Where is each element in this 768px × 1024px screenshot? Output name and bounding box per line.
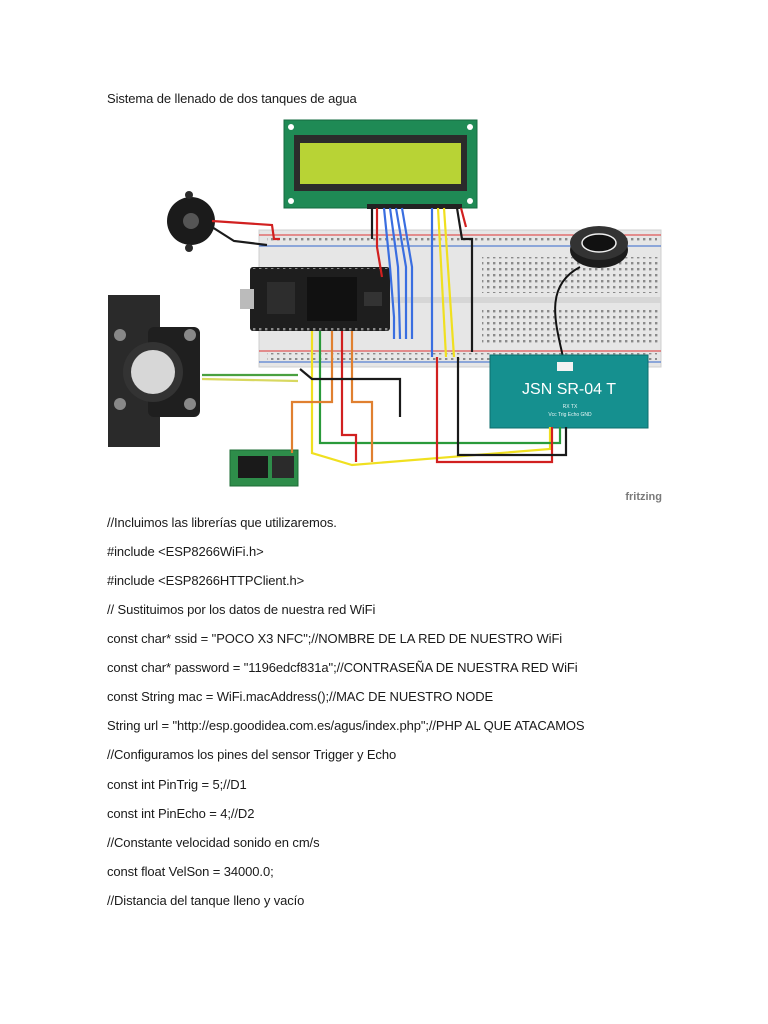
code-line: const char* ssid = "POCO X3 NFC";//NOMBR… <box>107 631 563 646</box>
flow-sensor <box>108 295 200 447</box>
code-line: #include <ESP8266HTTPClient.h> <box>107 573 305 588</box>
code-line: const char* password = "1196edcf831a";//… <box>107 660 578 675</box>
code-line: String url = "http://esp.goodidea.com.es… <box>107 718 585 733</box>
buzzer <box>167 191 215 252</box>
sensor-label: JSN SR-04 T <box>522 381 616 398</box>
code-line: const int PinTrig = 5;//D1 <box>107 777 247 792</box>
code-line: //Constante velocidad sonido en cm/s <box>107 835 320 850</box>
page-title: Sistema de llenado de dos tanques de agu… <box>107 91 357 106</box>
code-line: #include <ESP8266WiFi.h> <box>107 544 264 559</box>
nodemcu-board <box>240 265 390 332</box>
code-line: //Distancia del tanque lleno y vacío <box>107 893 305 908</box>
code-line: // Sustituimos por los datos de nuestra … <box>107 602 376 617</box>
fritzing-watermark: fritzing <box>625 491 662 503</box>
relay-module <box>229 449 299 487</box>
wires <box>201 207 568 467</box>
lcd-display <box>283 119 478 209</box>
svg-text:RX TX: RX TX <box>563 404 578 410</box>
svg-text:Vcc Trig Echo GND: Vcc Trig Echo GND <box>548 412 592 418</box>
ultrasonic-transducer <box>554 226 628 363</box>
code-line: const String mac = WiFi.macAddress();//M… <box>107 689 494 704</box>
code-line: const float VelSon = 34000.0; <box>107 864 274 879</box>
circuit-diagram: JSN SR-04 T RX TX Vcc Trig Echo GND frit… <box>108 119 662 503</box>
code-line: //Incluimos las librerías que utilizarem… <box>107 515 337 530</box>
code-line: const int PinEcho = 4;//D2 <box>107 806 255 821</box>
code-line: //Configuramos los pines del sensor Trig… <box>107 747 397 762</box>
jsn-sensor-board: JSN SR-04 T RX TX Vcc Trig Echo GND <box>489 354 649 429</box>
